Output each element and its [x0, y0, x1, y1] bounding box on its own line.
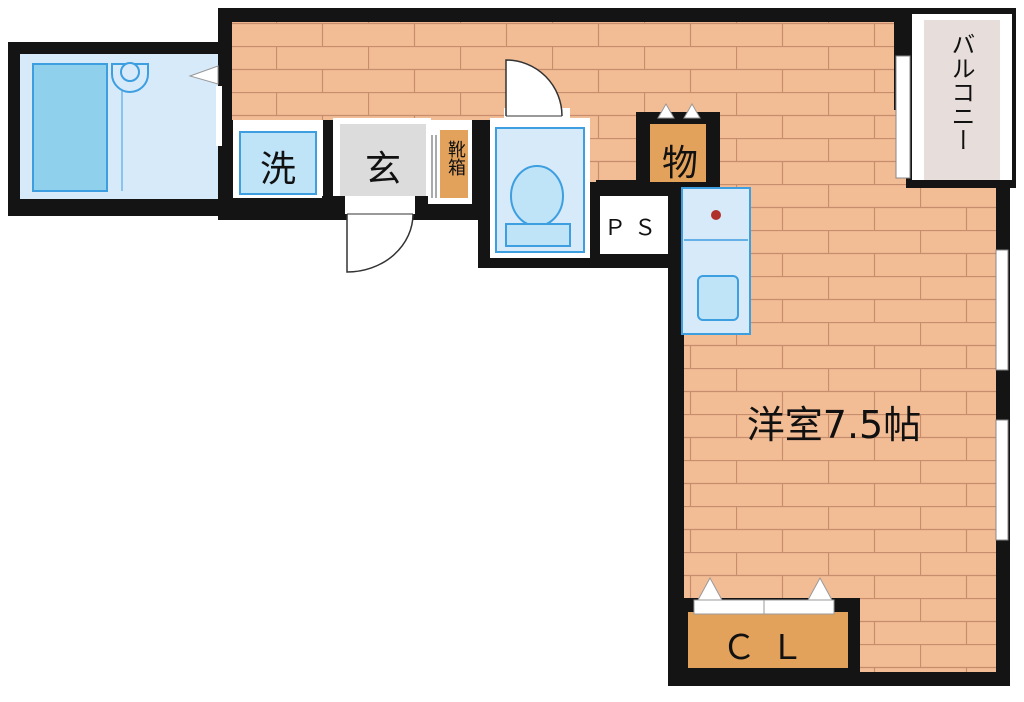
kitchen	[681, 187, 751, 335]
room-windows	[995, 249, 1009, 541]
toilet-door-swing-icon	[505, 59, 563, 117]
shoe-cabinet	[428, 120, 472, 204]
genkan	[322, 118, 432, 273]
closet-label: ＣＬ	[722, 628, 818, 668]
storage-label: 物	[661, 143, 698, 184]
washroom	[233, 120, 323, 198]
stove-burner-icon	[711, 210, 721, 220]
wash-label: 洗	[259, 149, 296, 190]
toilet-room	[490, 59, 590, 258]
toilet-bowl-icon	[510, 165, 564, 227]
toilet-tank-icon	[505, 223, 571, 247]
storage	[636, 102, 720, 196]
balcony-label: バルコニー	[947, 32, 975, 152]
bathtub	[32, 63, 108, 192]
genkan-label: 玄	[364, 149, 401, 190]
closet	[682, 576, 860, 676]
shoe-cabinet-label: 靴箱	[445, 140, 466, 176]
bath-door-icon	[188, 65, 219, 85]
kitchen-sink-icon	[697, 275, 739, 321]
bathroom	[20, 54, 222, 199]
entrance-door-swing-icon	[346, 213, 414, 273]
room-label: 洋室7.5帖	[746, 403, 922, 447]
balcony	[895, 8, 1016, 188]
washer-pan	[239, 131, 317, 195]
balcony-window	[895, 55, 911, 179]
ps-label: ＰＳ	[603, 216, 664, 241]
